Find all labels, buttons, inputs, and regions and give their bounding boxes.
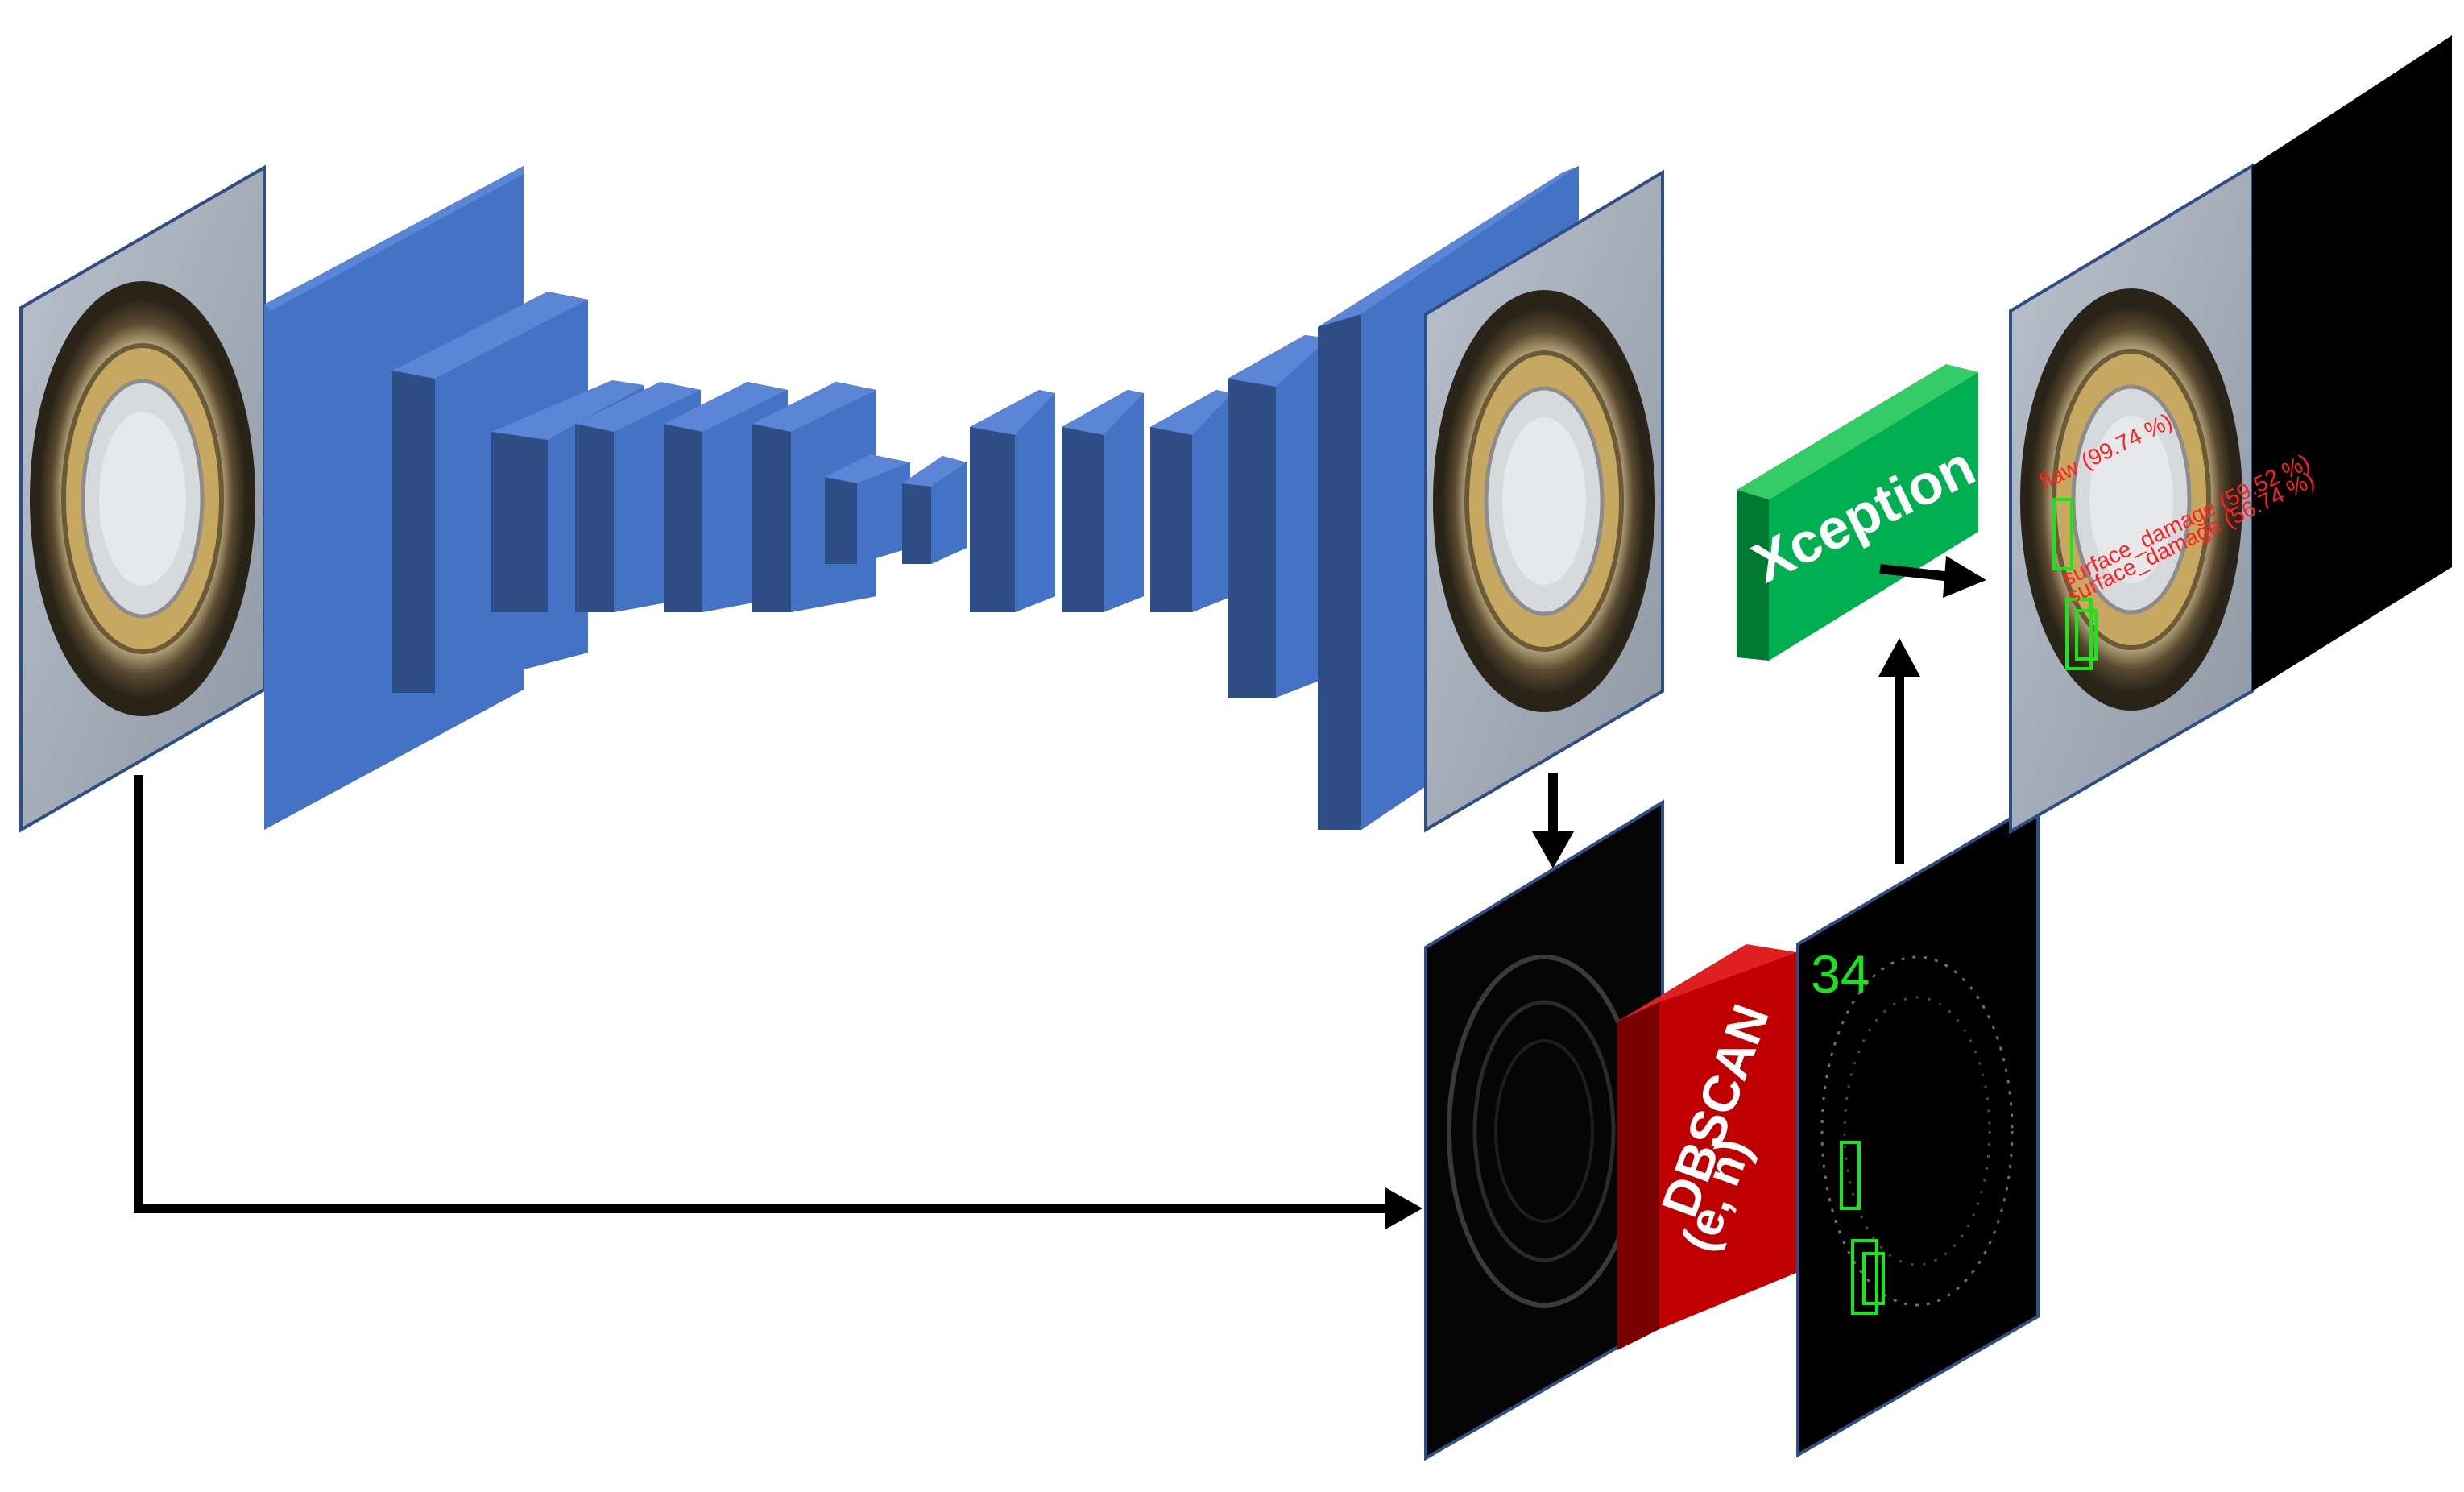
dbscan-block: DBSCAN (e, n) xyxy=(1617,944,1796,1350)
reconstruction-to-difference-arrowhead xyxy=(1532,831,1574,868)
xception-to-result-arrowhead xyxy=(1943,556,1986,598)
reconstructed-image-panel xyxy=(1424,169,1664,833)
reconstructed-gear-image xyxy=(1433,290,1655,712)
decoder-layer-2 xyxy=(1062,390,1144,612)
result-panel: flaw (99.74 %) surface_damage (59.52 %) … xyxy=(2009,35,2452,835)
cluster-count-label: 34 xyxy=(1811,944,1870,1004)
result-gear-image xyxy=(2020,288,2242,711)
detection-box-2 xyxy=(2065,598,2093,670)
cluster-to-xception-arrowhead xyxy=(1878,638,1920,677)
xception-block: Xception xyxy=(1737,364,1984,661)
detection-box-1 xyxy=(2052,498,2073,570)
cluster-map-panel: 34 xyxy=(1796,799,2040,1458)
decoder-layer-1 xyxy=(970,390,1055,612)
cluster-box-3 xyxy=(1862,1252,1885,1305)
detection-box-3 xyxy=(2075,609,2098,661)
decoder-layer-3 xyxy=(1150,390,1232,612)
xception-to-result-arrow xyxy=(1879,564,1952,582)
input-to-difference-arrowhead xyxy=(1385,1187,1422,1229)
cluster-box-2 xyxy=(1851,1239,1878,1315)
gear-image xyxy=(30,281,255,716)
decoder-layer-4 xyxy=(1228,335,1329,698)
input-to-difference-arrow xyxy=(134,775,1392,1213)
flow-arrows xyxy=(134,556,1986,1229)
cluster-box-1 xyxy=(1840,1141,1861,1210)
input-image-panel xyxy=(19,164,266,833)
network-layers xyxy=(264,166,1579,830)
bottleneck-layer-2 xyxy=(902,456,967,564)
bottleneck-layer-1 xyxy=(825,454,910,564)
